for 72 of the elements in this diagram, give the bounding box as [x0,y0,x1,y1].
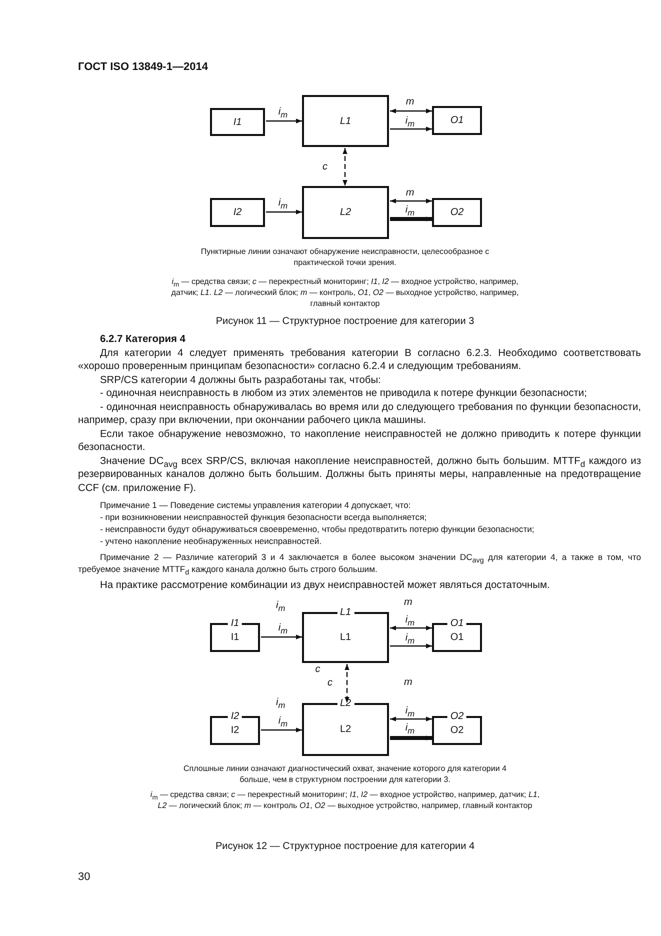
block-label: I1 [230,632,240,643]
arrow [390,716,432,722]
figure-caption: Рисунок 12 — Структурное построение для категории 4 [214,840,476,854]
list-item: - одиночная неисправность обнаруживалась во время или до следующего требования по функции безопасности, например, сразу при включении, при окончании рабочего цикла машины. [78,400,641,428]
block-label: O1 [450,115,464,126]
block-label: I1 [233,116,242,128]
list-item: - учтено накопление необнаруженных неисправностей. [99,535,323,547]
edge-label: m [404,96,416,108]
arrow [261,634,302,640]
figure-caption: Рисунок 11 — Структурное построение для категории 3 [214,315,476,329]
block-label: L2 [340,724,352,735]
edge-label: i$_{m}$ [277,198,289,208]
block-label: L2 [340,207,352,218]
page-number: 30 [78,870,92,884]
edge-label: i$_{m}$ [404,204,416,216]
block-label: L1 [340,632,352,643]
block-label: O2 [450,207,464,218]
note: Примечание 2 — Различие категорий 3 и 4 заключается в более высоком значении DC$_{avg}$ для категории 4, а также в том, что требуемое значение MTTF$_{d}$ каждого канала должно быть строго большим. [78,551,641,575]
block-box [302,186,389,239]
edge-label: i$_{m}$ [277,716,289,726]
arrow [390,198,432,204]
list-item: - одиночная неисправность в любом из этих элементов не приводила к потере функции безопасности; [99,387,588,400]
arrow [390,644,432,648]
block-box [302,95,389,147]
symbol-label: i$_{m}$ [276,600,286,612]
paragraph: Для категории 4 следует применять требования категории В согласно 6.2.3. Необходимо соответствовать «хорошо проверенным принципам безопасности» согласно 6.2.4 и следующим требованиям. [78,346,641,374]
arrow [390,108,432,114]
arrow [261,728,302,732]
block-box [432,106,482,135]
figure-note: Пунктирные линии означают обнаружение неисправности, целесообразное с практической точки зрения. [200,246,490,268]
figure-note: Сплошные линии означают диагностический охват, значение которого для категории 4 больше, чем в структурном построении для категории 3. [182,763,508,785]
edge-label: c [326,678,334,688]
figure-legend: i$_{m}$ — средства связи; c — перекрестный мониторинг; I1, I2 — входное устройство, например, датчик; L1, L2 — логический блок; m — контроль O1, O2 — выходное устройство, например, главный контактор [150,789,540,811]
paragraph: Значение DC$_{avg}$ всех SRP/CS, включая накопление неисправностей, должно быть большим. MTTF$_{d}$ каждого из резервированных каналов должно быть большим. Должны быть приняты меры, направленные на предотвращение CCF (см. приложение F). [78,454,641,495]
edge-label: c [322,162,328,172]
symbol-label: m [404,597,414,609]
block-label: O1 [450,632,464,643]
border-label: c [314,664,322,676]
arrow [390,626,432,630]
list-item: - неисправности будут обнаруживаться своевременно, чтобы предотвратить потерю функции безопасности; [99,523,536,535]
arrow [390,216,432,222]
arrow [344,664,350,703]
list-item: - при возникновении неисправностей функция безопасности всегда выполняется; [99,511,428,523]
block-box [432,198,482,227]
paragraph: Если такое обнаружение невозможно, то накопление неисправностей не должно приводить к потере функции безопасности. [78,428,641,454]
block-box [210,108,265,136]
arrow [342,148,348,186]
edge-label: i$_{m}$ [404,722,416,734]
block-box [210,198,265,227]
arrow [390,736,432,740]
arrow [266,210,302,214]
symbol-label: i$_{m}$ [276,697,286,709]
paragraph: SRP/CS категории 4 должны быть разработаны так, чтобы: [99,374,382,387]
edge-label: m [404,188,416,198]
paragraph: На практике рассмотрение комбинации из двух неисправностей может являться достаточным. [99,579,551,592]
edge-label: i$_{m}$ [404,614,416,626]
block-label: O2 [450,725,464,736]
edge-label: i$_{m}$ [404,116,416,126]
edge-label: i$_{m}$ [404,706,416,716]
symbol-label: m [404,677,414,689]
note: Примечание 1 — Поведение системы управления категории 4 допускает, что: [99,499,412,511]
arrow [390,126,432,132]
block-label: I2 [233,207,242,218]
figure-legend: i$_{m}$ — средства связи; c — перекрестный мониторинг; I1, I2 — входное устройство, например, датчик; L1. L2 — логический блок; m — контроль, O1, O2 — выходное устройство, например, главный контактор [165,276,525,309]
edge-label: i$_{m}$ [277,622,289,634]
arrow [266,118,302,124]
edge-label: i$_{m}$ [404,632,416,644]
edge-label: i$_{m}$ [277,106,289,118]
section-heading: 6.2.7 Категория 4 [99,333,186,346]
block-label: L1 [340,116,352,126]
block-label: I2 [230,725,240,736]
page-header: ГОСТ ISO 13849-1—2014 [78,60,209,74]
